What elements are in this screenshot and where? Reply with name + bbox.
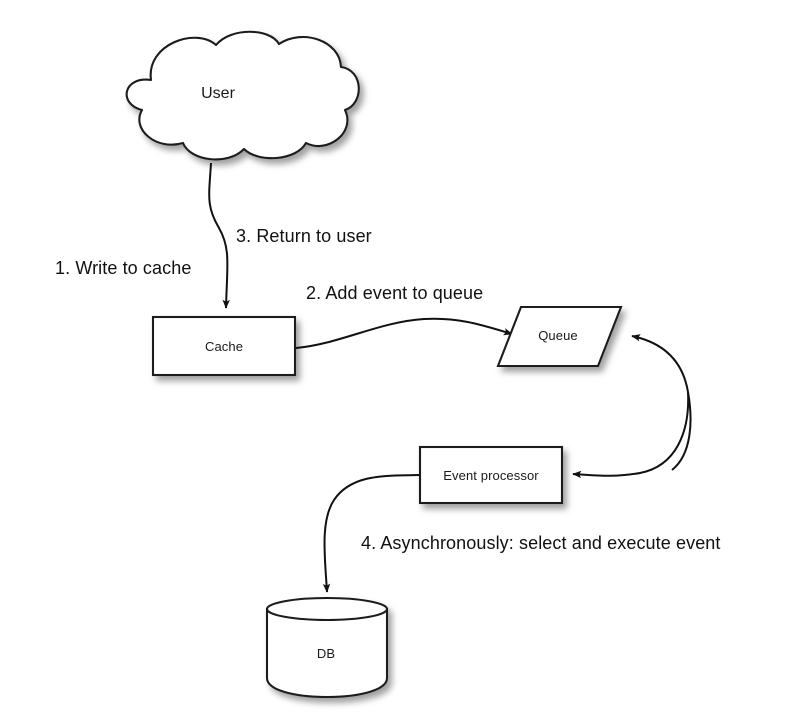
edge-queue-to-eventprocessor[interactable] xyxy=(572,391,690,479)
cloud-shape xyxy=(125,30,360,161)
queue-shape xyxy=(496,305,623,368)
edge-eventprocessor-to-db[interactable] xyxy=(322,474,420,593)
edge-user-to-cache-path xyxy=(208,162,230,309)
edge-eventprocessor-to-queue[interactable] xyxy=(631,334,692,471)
edge-user-to-cache[interactable] xyxy=(208,162,230,309)
cache-rect xyxy=(151,315,297,377)
edge-eventprocessor-to-db-path xyxy=(322,474,420,593)
edge-queue-to-eventprocessor-path xyxy=(572,391,690,479)
node-cache[interactable] xyxy=(151,315,297,377)
node-queue[interactable] xyxy=(496,305,623,368)
event-processor-rect xyxy=(418,445,564,505)
edge-cache-to-queue[interactable] xyxy=(295,317,513,349)
edge-eventprocessor-to-queue-path xyxy=(631,334,692,471)
db-top-ellipse xyxy=(265,596,389,622)
node-db[interactable] xyxy=(265,596,389,699)
node-user[interactable] xyxy=(0,0,360,161)
node-event-processor[interactable] xyxy=(418,445,564,505)
db-body xyxy=(265,607,389,699)
edge-cache-to-queue-path xyxy=(295,317,513,349)
